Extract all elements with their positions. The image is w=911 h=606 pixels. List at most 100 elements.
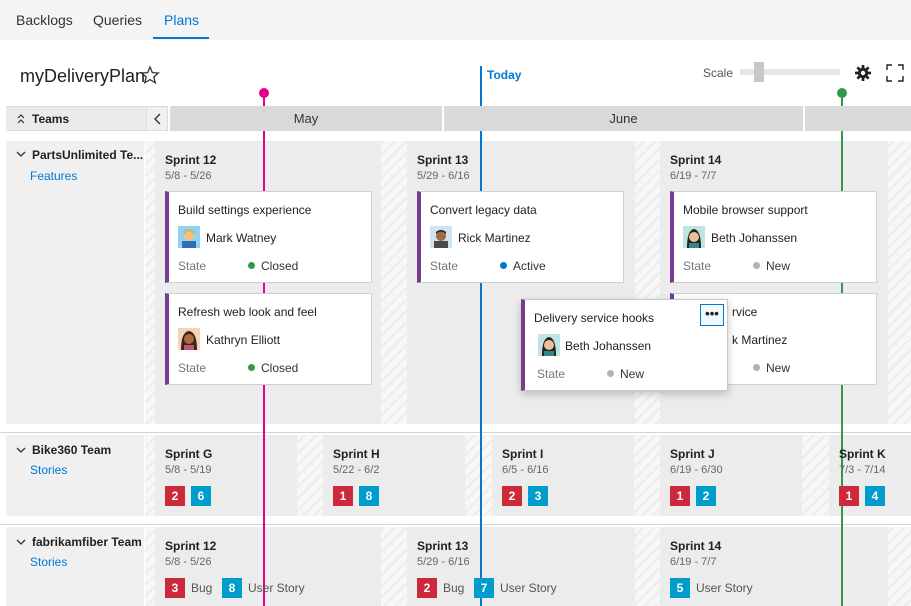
- card-state-value: Closed: [261, 259, 299, 273]
- feature-card[interactable]: Refresh web look and feel Kathryn Elliot…: [165, 293, 372, 385]
- top-navigation: Backlogs Queries Plans: [0, 0, 911, 40]
- marker-dot-green[interactable]: [837, 88, 847, 98]
- story-label: User Story: [248, 581, 305, 595]
- sprint-dates: 5/8 - 5/26: [165, 170, 212, 182]
- timeline-previous-button[interactable]: [146, 106, 168, 131]
- sprint-name: Sprint I: [502, 447, 544, 461]
- teams-column-header: Teams: [6, 106, 146, 131]
- sprint-dates: 5/29 - 6/16: [417, 556, 470, 568]
- card-assignee: Beth Johanssen: [565, 339, 652, 353]
- card-state-value: New: [766, 259, 791, 273]
- card-state: New: [753, 259, 790, 273]
- story-count-badge[interactable]: 3: [528, 486, 548, 506]
- card-state-value: Closed: [261, 361, 299, 375]
- sprint-dates: 7/3 - 7/14: [839, 464, 886, 476]
- card-state-value: New: [766, 361, 791, 375]
- bug-label: Bug: [191, 581, 213, 595]
- scale-slider[interactable]: [740, 69, 840, 75]
- sprint-name: Sprint G: [165, 447, 213, 461]
- bug-count-badge[interactable]: 1: [670, 486, 690, 506]
- card-assignee: Mark Watney: [206, 231, 277, 245]
- story-label: User Story: [696, 581, 753, 595]
- month-next: [805, 106, 911, 131]
- collapse-all-icon[interactable]: [16, 113, 26, 125]
- scale-slider-handle[interactable]: [753, 62, 764, 82]
- state-closed-dot: [248, 262, 255, 269]
- sprint-dates: 5/22 - 6/2: [333, 464, 380, 476]
- bug-count-badge[interactable]: 1: [839, 486, 859, 506]
- chevron-down-icon[interactable]: [16, 537, 26, 547]
- card-state: New: [607, 367, 644, 381]
- state-new-dot: [607, 370, 614, 377]
- card-title: Refresh web look and feel: [178, 305, 317, 319]
- team-backlog-link[interactable]: Stories: [30, 555, 68, 569]
- month-june: June: [444, 106, 805, 131]
- feature-card[interactable]: Mobile browser support Beth Johanssen St…: [670, 191, 877, 283]
- card-state-label: State: [430, 259, 459, 273]
- card-state: Active: [500, 259, 546, 273]
- gear-icon[interactable]: [854, 64, 872, 82]
- bug-count-badge[interactable]: 2: [165, 486, 185, 506]
- sprint-name: Sprint H: [333, 447, 380, 461]
- state-new-dot: [753, 364, 760, 371]
- team-name: fabrikamfiber Team: [32, 535, 142, 549]
- tab-backlogs[interactable]: Backlogs: [16, 12, 73, 28]
- card-state-label: State: [178, 259, 207, 273]
- story-count-badge[interactable]: 8: [222, 578, 242, 598]
- today-line: [480, 66, 482, 606]
- sprint-column: [407, 527, 635, 606]
- avatar-icon: [430, 226, 452, 248]
- avatar-icon: [178, 226, 200, 248]
- sprint-dates: 5/29 - 6/16: [417, 170, 470, 182]
- state-closed-dot: [248, 364, 255, 371]
- story-label: User Story: [500, 581, 557, 595]
- team-name: Bike360 Team: [32, 443, 112, 457]
- chevron-down-icon[interactable]: [16, 445, 26, 455]
- card-assignee: Rick Martinez: [458, 231, 531, 245]
- sprint-dates: 6/19 - 7/7: [670, 170, 717, 182]
- bug-count-badge[interactable]: 1: [333, 486, 353, 506]
- tab-queries[interactable]: Queries: [93, 12, 143, 28]
- star-icon[interactable]: [140, 65, 160, 85]
- sprint-dates: 6/5 - 6/16: [502, 464, 549, 476]
- card-state: Closed: [248, 361, 298, 375]
- card-state-label: State: [683, 259, 712, 273]
- teams-label: Teams: [32, 112, 70, 126]
- bug-count-badge[interactable]: 2: [502, 486, 522, 506]
- card-state-label: State: [537, 367, 566, 381]
- state-new-dot: [753, 262, 760, 269]
- story-count-badge[interactable]: 8: [359, 486, 379, 506]
- story-count-badge[interactable]: 7: [474, 578, 494, 598]
- marker-dot-pink[interactable]: [259, 88, 269, 98]
- feature-card[interactable]: Convert legacy data Rick Martinez State …: [417, 191, 624, 283]
- avatar-icon: [538, 334, 560, 356]
- scale-label: Scale: [703, 66, 734, 80]
- month-may: May: [170, 106, 444, 131]
- more-actions-button[interactable]: •••: [700, 304, 724, 326]
- fullscreen-icon[interactable]: [886, 64, 904, 82]
- team-backlog-link[interactable]: Features: [30, 169, 78, 183]
- card-assignee: Beth Johanssen: [711, 231, 798, 245]
- chevron-down-icon[interactable]: [16, 149, 26, 159]
- story-count-badge[interactable]: 4: [865, 486, 885, 506]
- tab-plans[interactable]: Plans: [164, 12, 200, 28]
- avatar-icon: [178, 328, 200, 350]
- card-title: Build settings experience: [178, 203, 312, 217]
- card-assignee: k Martinez: [732, 333, 788, 347]
- bug-count-badge[interactable]: 2: [417, 578, 437, 598]
- sprint-column: [155, 527, 381, 606]
- sprint-name: Sprint 13: [417, 153, 469, 167]
- card-assignee: Kathryn Elliott: [206, 333, 281, 347]
- today-label: Today: [487, 68, 522, 82]
- feature-card[interactable]: Build settings experience Mark Watney St…: [165, 191, 372, 283]
- story-count-badge[interactable]: 5: [670, 578, 690, 598]
- feature-card-dragging[interactable]: Delivery service hooks ••• Beth Johansse…: [521, 299, 728, 391]
- card-title: Delivery service hooks: [534, 311, 655, 325]
- story-count-badge[interactable]: 6: [191, 486, 211, 506]
- bug-count-badge[interactable]: 3: [165, 578, 185, 598]
- team-backlog-link[interactable]: Stories: [30, 463, 68, 477]
- card-title: Convert legacy data: [430, 203, 537, 217]
- avatar-icon: [683, 226, 705, 248]
- story-count-badge[interactable]: 2: [696, 486, 716, 506]
- active-tab-indicator: [153, 37, 209, 39]
